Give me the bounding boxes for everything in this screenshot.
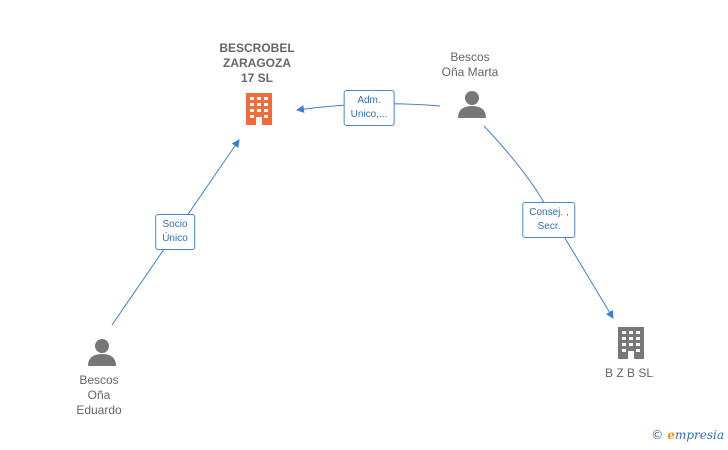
empresia-logo: ©empresia xyxy=(651,428,724,442)
edge-label-consej-line: Consej. , xyxy=(529,207,569,218)
person-eduardo-label-line: Bescos xyxy=(79,373,119,387)
company-bzb-label[interactable]: B Z B SL xyxy=(605,366,653,381)
edge-label-consej[interactable]: Consej. , Secr. xyxy=(522,202,576,238)
company-main-label-line: ZARAGOZA xyxy=(223,56,291,70)
company-main-label-line: 17 SL xyxy=(240,71,273,85)
person-marta-label[interactable]: Bescos Oña Marta xyxy=(442,50,499,80)
brand-name-first: e xyxy=(667,428,675,442)
copyright-symbol: © xyxy=(651,428,664,442)
person-icon-marta[interactable] xyxy=(458,91,486,118)
person-eduardo-label-line: Eduardo xyxy=(76,403,122,417)
edge-label-adm-line: Adm. xyxy=(357,95,381,106)
person-marta-label-line: Oña Marta xyxy=(441,65,499,79)
brand-name-rest: mpresia xyxy=(674,428,724,442)
edge-label-socio-line: Único xyxy=(162,233,188,244)
building-icon-company-main[interactable] xyxy=(246,93,272,125)
person-eduardo-label[interactable]: Bescos Oña Eduardo xyxy=(76,373,121,418)
building-icon-company-bzb[interactable] xyxy=(618,327,644,359)
company-main-label[interactable]: BESCROBEL ZARAGOZA 17 SL xyxy=(219,41,294,86)
company-main-label-line: BESCROBEL xyxy=(219,41,295,55)
edge-label-adm[interactable]: Adm. Unico,... xyxy=(343,90,395,126)
company-bzb-label-line: B Z B SL xyxy=(604,366,654,380)
edge-label-socio-line: Socio xyxy=(162,219,188,230)
person-icon-eduardo[interactable] xyxy=(88,339,116,366)
person-marta-label-line: Bescos xyxy=(450,50,490,64)
edge-label-consej-line: Secr. xyxy=(537,221,561,232)
edge-label-adm-line: Unico,... xyxy=(350,109,388,120)
person-eduardo-label-line: Oña xyxy=(87,388,111,402)
edge-label-socio[interactable]: Socio Único xyxy=(155,214,195,250)
